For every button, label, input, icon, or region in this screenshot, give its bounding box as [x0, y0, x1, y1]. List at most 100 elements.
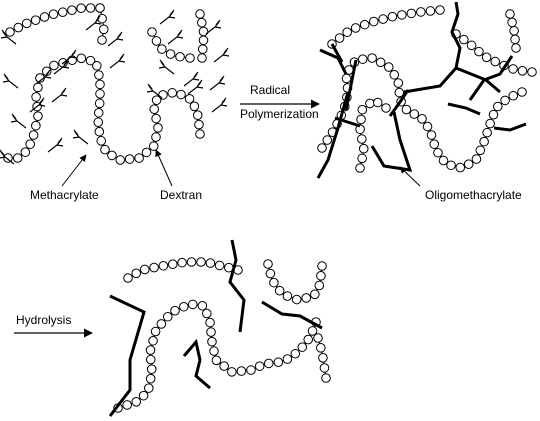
oligomethacrylate-chain: [182, 338, 211, 390]
glucose-bead: [95, 79, 105, 90]
glucose-bead: [488, 109, 499, 120]
glucose-bead: [263, 259, 273, 269]
glucose-bead: [143, 383, 154, 393]
methacrylate-group: [167, 29, 184, 45]
methacrylate-group: [35, 69, 52, 85]
glucose-bead: [93, 117, 104, 128]
glucose-bead: [131, 397, 142, 407]
oligomethacrylate-chain: [388, 89, 410, 117]
glucose-bead: [291, 294, 302, 305]
vinyl-stub: [109, 53, 126, 69]
glucose-bead: [342, 27, 352, 37]
glucose-bead: [151, 36, 162, 46]
methacrylate-group: [47, 137, 64, 153]
glucose-bead: [505, 9, 515, 19]
radical-label: Radical: [250, 83, 290, 97]
oligomethacrylate-chain: [319, 48, 348, 75]
glucose-bead: [31, 120, 41, 131]
oligomethacrylate-chains: [108, 1, 527, 417]
glucose-bead: [471, 154, 482, 164]
oligomethacrylate-chain: [344, 59, 358, 111]
glucose-bead: [319, 363, 330, 373]
methacrylate-group: [187, 79, 204, 95]
dextran-chain: [451, 29, 537, 77]
glucose-bead: [301, 293, 312, 303]
dextran-chain: [195, 9, 209, 63]
oligomethacrylate-chain: [403, 1, 462, 94]
glucose-bead: [94, 98, 105, 109]
methacrylate-group: [107, 31, 124, 47]
oligomethacrylate-chain: [316, 91, 350, 179]
glucose-bead: [197, 44, 208, 54]
glucose-bead: [263, 358, 274, 369]
glucose-bead: [290, 348, 301, 359]
glucose-bead: [134, 153, 144, 163]
methacrylate-group: [109, 53, 126, 69]
glucose-bead: [96, 136, 107, 146]
glucose-bead: [94, 126, 105, 137]
dextran-chain: [5, 3, 105, 37]
methacrylate-group: [0, 149, 15, 165]
glucose-bead: [186, 257, 197, 267]
glucose-bead: [359, 19, 370, 30]
oligomethacrylate-chain: [370, 111, 413, 172]
vinyl-stub: [211, 97, 228, 113]
chain-backbone: [39, 57, 201, 161]
glucose-bead: [145, 373, 156, 384]
vinyl-stub: [51, 87, 68, 103]
vinyl-stub: [61, 49, 78, 65]
glucose-bead: [184, 93, 195, 104]
glucose-bead: [206, 327, 216, 337]
glucose-bead: [201, 308, 212, 319]
glucose-bead: [115, 155, 126, 165]
vinyl-stub: [47, 137, 64, 153]
glucose-bead: [195, 9, 205, 19]
glucose-bead: [321, 373, 331, 383]
glucose-bead: [254, 361, 265, 371]
glucose-bead: [197, 300, 208, 311]
glucose-bead: [485, 118, 495, 129]
vinyl-stub: [107, 31, 124, 47]
glucose-bead: [463, 159, 474, 169]
glucose-bead: [67, 5, 77, 16]
glucose-bead: [176, 89, 186, 100]
glucose-bead: [394, 87, 405, 98]
glucose-bead: [474, 46, 484, 57]
glucose-bead: [33, 111, 43, 122]
glucose-bead: [148, 335, 158, 346]
glucose-bead: [85, 3, 96, 13]
dextran-chain: [505, 9, 521, 53]
glucose-bead: [20, 147, 31, 157]
glucose-bead: [429, 139, 440, 149]
glucose-bead: [97, 35, 107, 45]
glucose-bead: [406, 8, 417, 19]
glucose-bead: [194, 119, 204, 130]
methacrylate-group: [29, 97, 46, 113]
oligomethacrylate-chain: [334, 116, 361, 128]
glucose-bead: [322, 135, 333, 145]
glucose-bead: [508, 90, 519, 101]
dextran-chain: [317, 53, 527, 173]
glucose-bead: [5, 27, 15, 37]
glucose-bead: [297, 342, 308, 352]
glucose-bead: [500, 95, 510, 106]
glucose-bead: [149, 262, 159, 273]
glucose-bead: [393, 78, 404, 88]
methacrylate-group: [209, 75, 226, 91]
glucose-bead: [417, 114, 427, 124]
vinyl-stub: [0, 149, 15, 165]
methacrylate-group: [205, 19, 222, 35]
glucose-bead: [316, 271, 326, 281]
glucose-bead: [517, 87, 527, 97]
methacrylate-groups: [0, 9, 230, 165]
glucose-bead: [151, 132, 161, 142]
vinyl-stub: [146, 83, 163, 99]
glucose-bead: [367, 53, 377, 63]
oligomethacrylate-chain: [108, 294, 146, 417]
glucose-bead: [197, 53, 207, 63]
glucose-bead: [334, 33, 345, 43]
glucose-bead: [93, 107, 104, 118]
glucose-bead: [455, 162, 466, 173]
methacrylate-group: [53, 59, 70, 75]
